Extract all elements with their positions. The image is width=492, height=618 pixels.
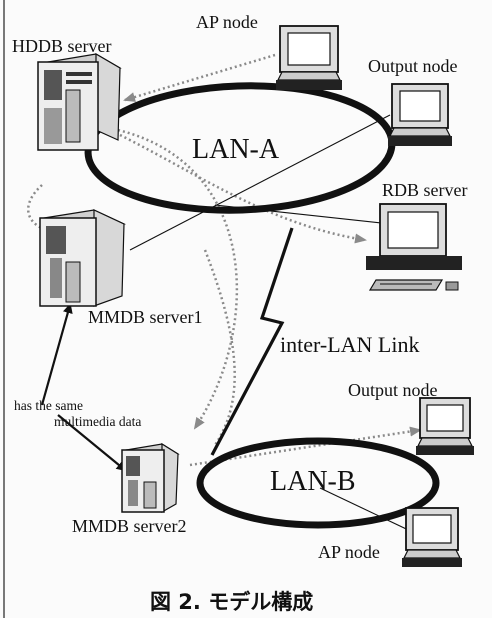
note-arrow-to-mmdb1 [40, 303, 73, 406]
lan-b-ellipse [196, 437, 440, 529]
rdb-server-label: RDB server [382, 180, 468, 200]
ap-node-a-label: AP node [196, 12, 258, 32]
output-node-a-label: Output node [368, 56, 458, 76]
inter-lan-link-line [210, 227, 294, 456]
note-line1: has the same [14, 398, 83, 413]
ap-node-b-label: AP node [318, 542, 380, 562]
note-line2: multimedia data [54, 414, 142, 429]
mmdb-server1-icon [39, 209, 127, 307]
output-node-a-icon [388, 83, 452, 146]
mmdb-server2-label: MMDB server2 [72, 516, 187, 536]
flow-arrow-ap-to-hddb [123, 53, 276, 102]
ap-node-a-icon [276, 25, 342, 90]
rdb-server-icon [366, 203, 462, 291]
figure-caption: 図 2. モデル構成 [150, 590, 314, 614]
lan-b-label: LAN-B [270, 466, 356, 497]
dotted-flow-arrows [26, 53, 422, 467]
line-mmdb1-to-output [129, 114, 391, 251]
mmdb-server1-label: MMDB server1 [88, 307, 203, 327]
output-node-b-label: Output node [348, 380, 438, 400]
hddb-server-icon [37, 52, 122, 151]
mmdb-server2-icon [121, 442, 180, 514]
output-node-b-icon [416, 397, 474, 455]
flow-arrow-mmdb2-to-output [189, 426, 422, 467]
inter-lan-link-label: inter-LAN Link [280, 332, 420, 357]
flow-arrow-center-curve [203, 249, 236, 446]
lan-a-label: LAN-A [192, 134, 280, 165]
ap-node-b-icon [402, 507, 462, 567]
flow-arrow-hddb-to-mmdb2 [117, 128, 238, 430]
hddb-server-label: HDDB server [12, 36, 112, 56]
note-arrow-to-mmdb2 [57, 414, 127, 472]
